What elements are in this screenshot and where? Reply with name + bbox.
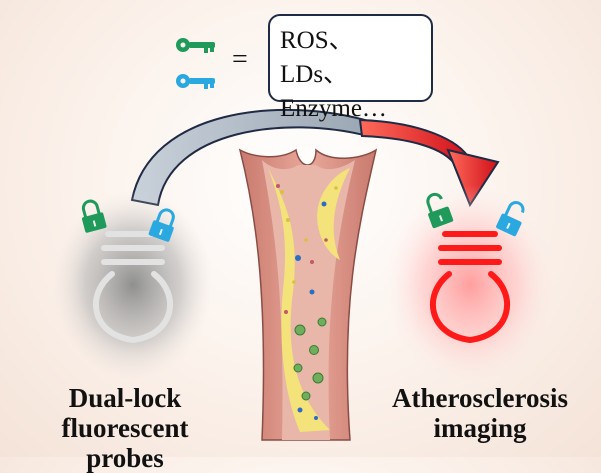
- right-caption-line-2: imaging: [433, 413, 527, 443]
- right-caption-line-1: Atherosclerosis: [392, 383, 568, 413]
- blood-vessel: [238, 148, 378, 441]
- legend-line-2: Enzyme…: [280, 95, 387, 122]
- key-legend-box: ROS、LDs、 Enzyme…: [268, 14, 433, 122]
- green-padlock-icon: [81, 199, 107, 233]
- green-padlock-icon: [426, 192, 454, 229]
- on-bulb-group: [385, 185, 555, 385]
- blue-key-icon: [176, 74, 215, 89]
- right-caption: Atherosclerosis imaging: [370, 383, 590, 443]
- blue-padlock-icon: [148, 208, 175, 242]
- green-key-icon: [176, 38, 215, 53]
- equals-sign: =: [232, 44, 248, 75]
- left-caption-line-1: Dual-lock: [68, 383, 182, 413]
- diagram-canvas: [53, 38, 555, 441]
- left-caption-line-2: fluorescent probes: [61, 413, 189, 473]
- left-caption: Dual-lock fluorescent probes: [20, 383, 230, 473]
- light-bulb-icon: [430, 231, 510, 344]
- off-bulb-group: [53, 190, 213, 380]
- blue-padlock-icon: [496, 201, 525, 237]
- legend-line-1: ROS、LDs、: [280, 27, 354, 88]
- activation-arrow-red: [358, 118, 500, 208]
